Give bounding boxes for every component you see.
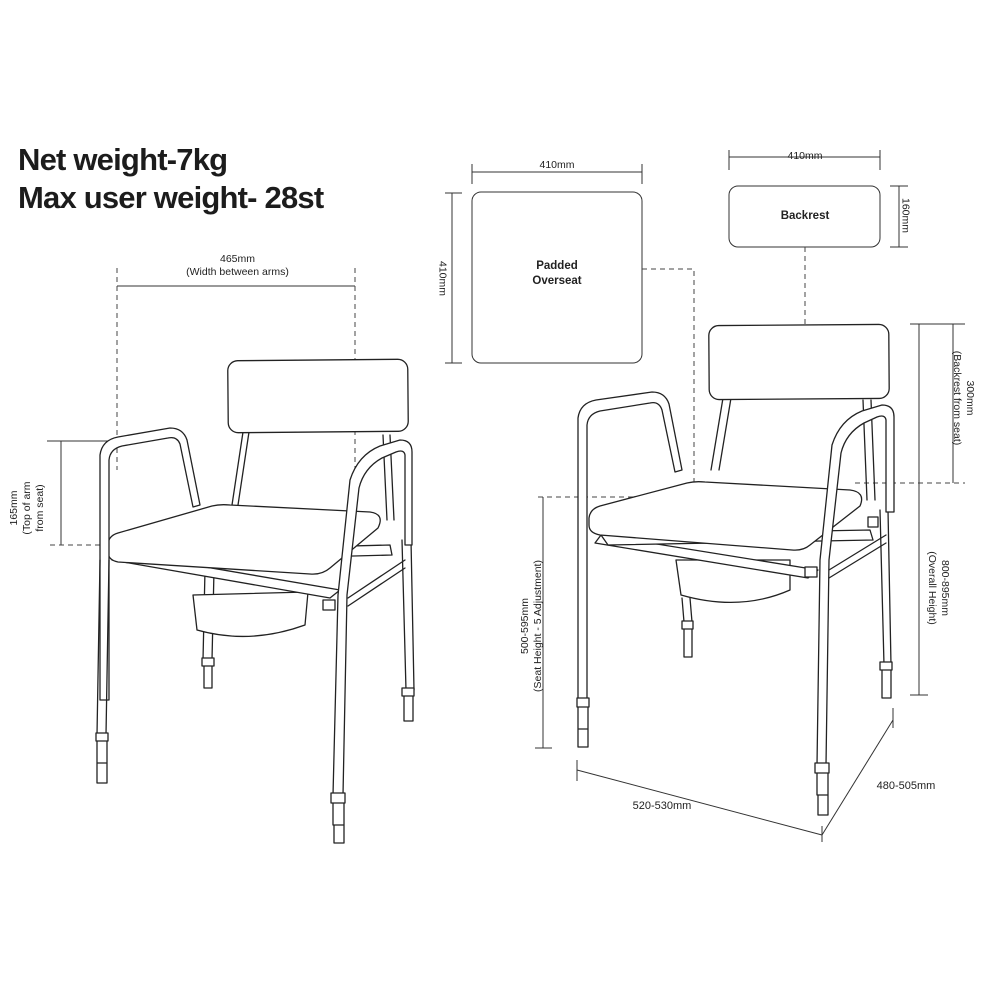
seat-height-value: 500-595mm <box>519 597 531 655</box>
backrest-title: Backrest <box>780 210 830 222</box>
overall-width-label: 520-530mm <box>632 800 692 812</box>
arm-height-label: 165mm (Top of arm from seat) <box>8 458 48 558</box>
backrest-height-label: 160mm <box>899 197 912 233</box>
overall-height-dimension <box>910 324 928 696</box>
backrest-width-label: 410mm <box>787 150 823 162</box>
seat-height-dimension <box>535 496 640 749</box>
overall-height-caption: (Overall Height) <box>926 551 938 625</box>
overseat-panel-diagram <box>445 164 695 485</box>
max-user-weight-heading: Max user weight- 28st <box>18 180 324 215</box>
left-chair-illustration <box>95 358 415 844</box>
seat-height-caption: (Seat Height - 5 Adjustment) <box>532 560 544 692</box>
arm-height-caption-2: from seat) <box>34 484 46 532</box>
overseat-width-label: 410mm <box>539 159 575 171</box>
overall-height-label: 800-895mm (Overall Height) <box>923 528 951 648</box>
backrest-from-seat-caption: (Backrest from seat) <box>951 350 963 446</box>
arm-height-dimension <box>47 440 125 546</box>
overall-height-value: 800-895mm <box>939 559 951 617</box>
arm-height-value: 165mm <box>8 490 20 526</box>
width-between-arms-caption: (Width between arms) <box>186 266 289 278</box>
overseat-title-2: Overseat <box>532 275 582 287</box>
overseat-depth-label: 410mm <box>436 260 449 296</box>
right-chair-illustration <box>576 323 895 816</box>
width-between-arms-value: 465mm <box>219 253 255 265</box>
backrest-from-seat-label: 300mm (Backrest from seat) <box>948 328 976 468</box>
backrest-panel-diagram <box>728 150 908 345</box>
overall-depth-label: 480-505mm <box>876 780 936 792</box>
arm-height-caption-1: (Top of arm <box>21 481 33 535</box>
seat-height-label: 500-595mm (Seat Height - 5 Adjustment) <box>519 541 547 711</box>
backrest-from-seat-value: 300mm <box>964 380 976 416</box>
overseat-panel-shape <box>471 191 643 364</box>
net-weight-heading: Net weight-7kg <box>18 142 228 177</box>
overseat-title-1: Padded <box>536 260 578 272</box>
footprint-dimension <box>576 708 894 842</box>
